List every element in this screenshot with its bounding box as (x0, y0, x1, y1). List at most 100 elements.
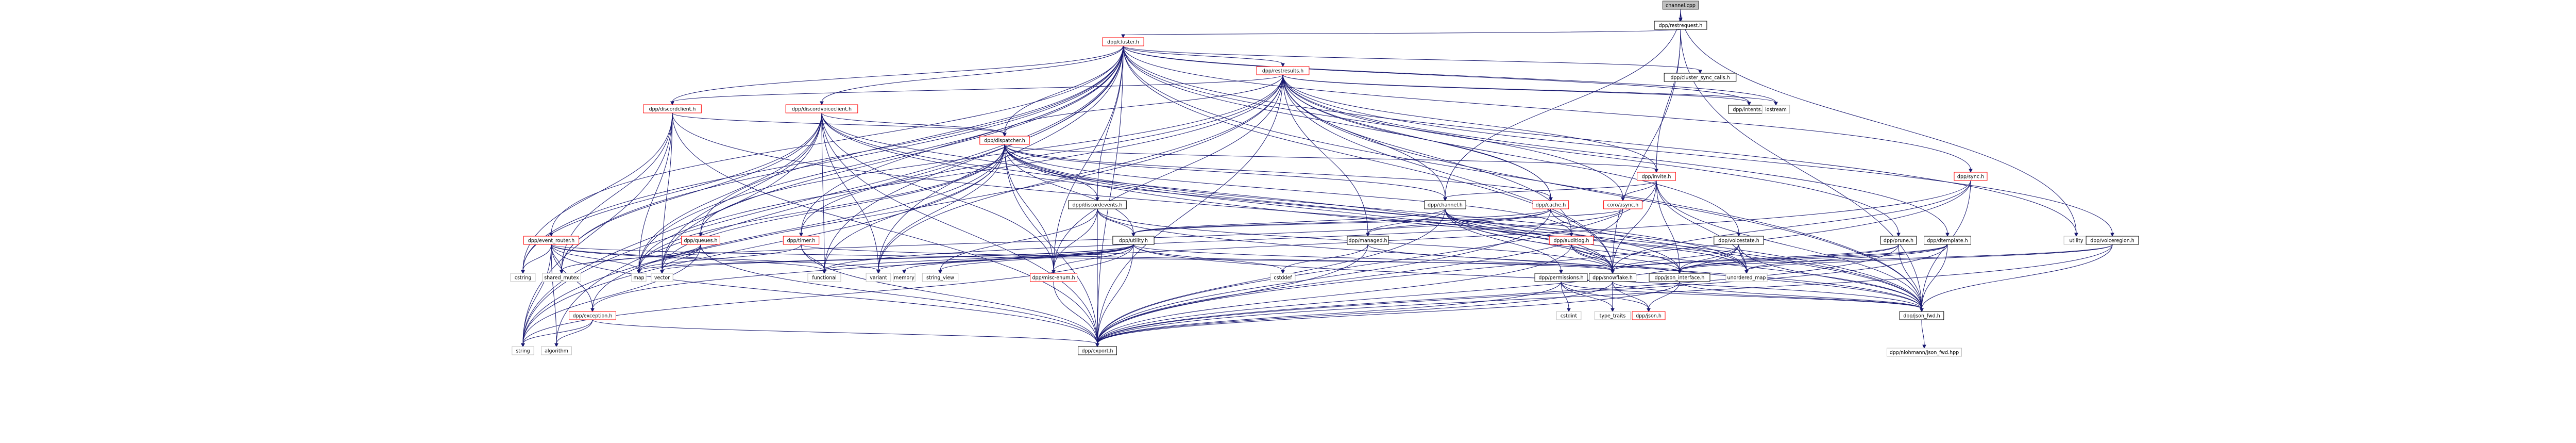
edge-line (821, 112, 825, 271)
edge-line (1445, 208, 1922, 309)
node-label: dpp/auditlog.h (1553, 238, 1589, 244)
graph-node-discordvoiceclient[interactable]: dpp/discordvoiceclient.h (785, 104, 858, 113)
edge-arrowhead (1896, 233, 1901, 237)
graph-node-json[interactable]: dpp/json.h (1632, 311, 1666, 320)
node-label: dpp/timer.h (787, 238, 816, 244)
edge-line (940, 208, 1098, 271)
graph-node-exception[interactable]: dpp/exception.h (569, 311, 616, 320)
node-label: dpp/event_router.h (528, 238, 574, 244)
graph-node-discordevents[interactable]: dpp/discordevents.h (1068, 200, 1127, 209)
edge-discordevents-to-string_view (938, 208, 1098, 274)
graph-node-prune[interactable]: dpp/prune.h (1880, 236, 1917, 245)
node-label: dpp/voiceregion.h (2090, 238, 2134, 244)
graph-node-voiceregion[interactable]: dpp/voiceregion.h (2086, 236, 2139, 245)
edge-line (821, 112, 879, 271)
edge-line (1133, 208, 1551, 234)
edge-line (1123, 45, 1971, 170)
graph-node-managed[interactable]: dpp/managed.h (1347, 236, 1389, 245)
graph-node-invite[interactable]: dpp/invite.h (1637, 172, 1676, 181)
node-box (1761, 105, 1790, 114)
graph-node-dispatcher[interactable]: dpp/dispatcher.h (979, 136, 1030, 145)
graph-node-discordclient[interactable]: dpp/discordclient.h (643, 104, 702, 113)
edge-arrowhead (1095, 343, 1099, 348)
edge-cluster-to-cache (1123, 45, 1553, 202)
graph-node-utility[interactable]: dpp/utility.h (1112, 236, 1155, 245)
edge-restresults-to-variant (876, 74, 1283, 274)
graph-node-permissions[interactable]: dpp/permissions.h (1534, 273, 1588, 282)
edge-line (1550, 208, 1747, 271)
edge-line (1004, 74, 1283, 134)
graph-node-export[interactable]: dpp/export.h (1078, 346, 1117, 355)
graph-node-misc-enum[interactable]: dpp/misc-enum.h (1030, 273, 1077, 282)
node-label: coro/async.h (1607, 203, 1638, 208)
edge-arrowhead (554, 343, 558, 348)
graph-node-snowflake[interactable]: dpp/snowflake.h (1589, 273, 1636, 282)
graph-node-async[interactable]: coro/async.h (1603, 200, 1642, 209)
graph-node-channel-cpp[interactable]: channel.cpp (1662, 1, 1699, 10)
node-label: dpp/misc-enum.h (1032, 275, 1075, 281)
edge-arrowhead (2110, 233, 2114, 237)
node-label: utility (2069, 238, 2083, 244)
edge-line (821, 112, 1005, 134)
edge-arrowhead (699, 233, 703, 237)
edge-line (551, 244, 1098, 344)
node-box (1714, 236, 1764, 245)
edge-line (638, 112, 673, 271)
edge-utility-to-string_view (938, 244, 1134, 274)
graph-node-channel[interactable]: dpp/channel.h (1424, 200, 1466, 209)
graph-node-dtemplate[interactable]: dpp/dtemplate.h (1924, 236, 1971, 245)
edge-restresults-to-iostream (1282, 74, 1778, 106)
edge-line (940, 244, 1134, 271)
edge-line (1123, 45, 1701, 71)
edge-restresults-to-dtemplate (1282, 74, 1950, 237)
graph-node-cluster-sync[interactable]: dpp/cluster_sync_calls.h (1664, 73, 1737, 82)
node-box (643, 104, 702, 113)
edge-utility-to-map (637, 244, 1134, 274)
graph-node-queues[interactable]: dpp/queues.h (681, 236, 720, 245)
edge-arrowhead (2074, 233, 2078, 237)
node-label: dpp/discordevents.h (1073, 203, 1123, 208)
edge-discordvoiceclient-to-discordevents (821, 112, 1099, 202)
graph-node-auditlog[interactable]: dpp/auditlog.h (1549, 236, 1594, 245)
edge-line (592, 319, 1098, 344)
edge-arrowhead (1003, 133, 1007, 137)
graph-node-json-interface[interactable]: dpp/json_interface.h (1649, 273, 1710, 282)
edge-arrowhead (1698, 70, 1702, 74)
graph-node-vector: vector (651, 273, 673, 282)
node-label: dpp/json.h (1636, 314, 1662, 319)
node-box (1068, 200, 1127, 209)
graph-node-voicestate[interactable]: dpp/voicestate.h (1714, 236, 1764, 245)
edge-line (1921, 180, 1971, 309)
graph-node-event-router[interactable]: dpp/event_router.h (523, 236, 580, 245)
graph-node-json-fwd[interactable]: dpp/json_fwd.h (1899, 311, 1944, 320)
graph-node-cache[interactable]: dpp/cache.h (1532, 200, 1569, 209)
graph-node-sync[interactable]: dpp/sync.h (1954, 172, 1988, 181)
graph-node-timer[interactable]: dpp/timer.h (783, 236, 820, 245)
edge-line (551, 244, 639, 271)
node-label: dpp/exception.h (573, 314, 613, 319)
edge-arrowhead (1095, 197, 1099, 202)
edge-line (592, 180, 1971, 309)
edge-line (801, 74, 1283, 234)
node-label: cstdint (1561, 314, 1578, 319)
node-box (1954, 172, 1988, 181)
graph-node-cluster[interactable]: dpp/cluster.h (1102, 37, 1144, 46)
node-label: dpp/utility.h (1119, 238, 1148, 244)
node-box (866, 273, 891, 282)
node-box (1534, 273, 1588, 282)
edge-channel-to-utility (1131, 208, 1446, 237)
node-label: type_traits (1600, 314, 1626, 319)
graph-node-restresults[interactable]: dpp/restresults.h (1256, 66, 1310, 75)
edge-arrowhead (799, 233, 803, 237)
edge-line (1746, 244, 1948, 271)
graph-node-restrequest[interactable]: dpp/restrequest.h (1654, 21, 1707, 30)
edge-dispatcher-to-variant (876, 144, 1005, 274)
edge-line (1921, 244, 1948, 309)
edge-line (1898, 244, 1922, 309)
node-label: dpp/cluster_sync_calls.h (1670, 75, 1730, 81)
graph-node-string: string (512, 346, 534, 355)
edge-arrowhead (1052, 270, 1056, 274)
edge-line (662, 112, 673, 271)
edge-permissions-to-export (1095, 281, 1562, 348)
edge-discordclient-to-export (672, 112, 1099, 348)
